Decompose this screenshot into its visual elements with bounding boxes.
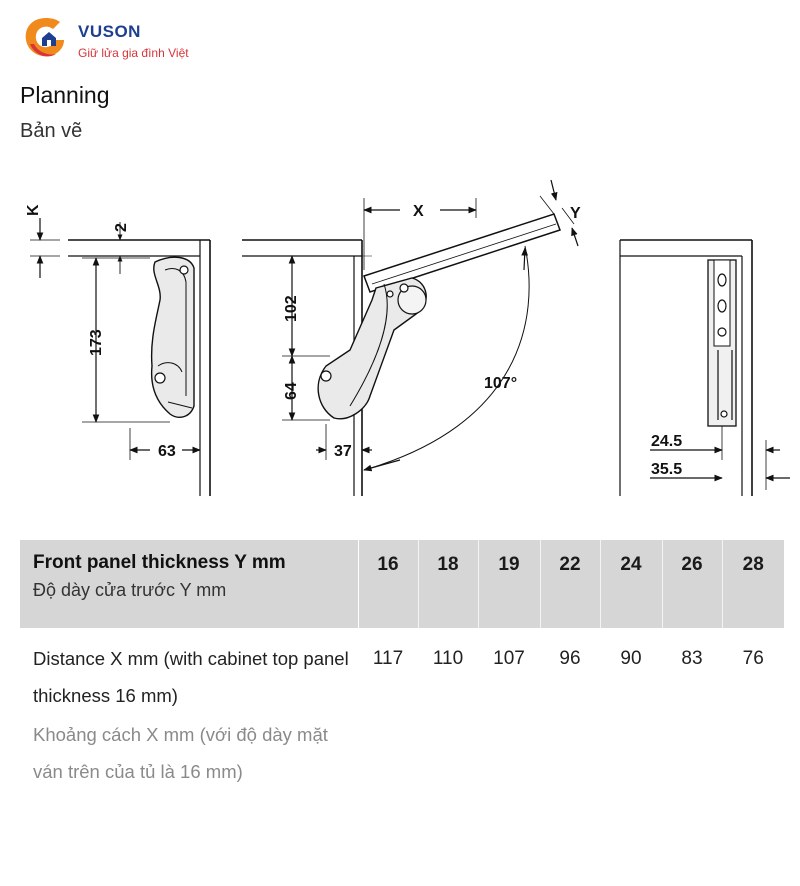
dim-64: 64 xyxy=(283,382,300,400)
page-subtitle: Bản vẽ xyxy=(20,120,83,142)
header-label-en: Front panel thickness Y mm xyxy=(33,552,286,573)
left-view xyxy=(30,218,211,496)
distance-value: 83 xyxy=(662,628,723,886)
brand-slogan: Giữ lửa gia đình Việt xyxy=(78,46,189,60)
dim-k: K xyxy=(25,204,42,216)
brand-name: VUSON xyxy=(78,22,141,41)
distance-value: 107 xyxy=(478,628,541,886)
header-label-vi: Độ dày cửa trước Y mm xyxy=(33,580,227,600)
distance-value: 110 xyxy=(418,628,479,886)
distance-value: 117 xyxy=(358,628,419,886)
thickness-value: 19 xyxy=(478,540,541,628)
thickness-value: 26 xyxy=(662,540,723,628)
table-header-row: Front panel thickness Y mm Độ dày cửa tr… xyxy=(20,540,784,628)
table-row: Distance X mm (with cabinet top panel th… xyxy=(20,628,784,886)
dim-63: 63 xyxy=(158,443,176,460)
thickness-value: 24 xyxy=(600,540,663,628)
dim-37: 37 xyxy=(334,443,352,460)
distance-value: 96 xyxy=(540,628,601,886)
dim-y: Y xyxy=(570,205,581,222)
middle-view xyxy=(242,179,579,496)
right-view xyxy=(619,239,790,496)
row-label-cell: Distance X mm (with cabinet top panel th… xyxy=(20,628,359,886)
dim-x: X xyxy=(413,203,424,220)
page-title: Planning xyxy=(20,82,110,108)
dim-102: 102 xyxy=(283,295,300,322)
dim-173: 173 xyxy=(88,329,105,356)
thickness-value: 16 xyxy=(358,540,419,628)
row-label-vi: Khoảng cách X mm (với độ dày mặt ván trê… xyxy=(33,724,328,782)
header-label-cell: Front panel thickness Y mm Độ dày cửa tr… xyxy=(20,540,359,628)
dim-107-degrees: 107° xyxy=(484,375,517,392)
dim-2: 2 xyxy=(113,223,130,232)
planning-drawing: K 2 173 63 X Y 102 64 37 107° 24.5 35.5 xyxy=(25,179,790,496)
distance-value: 90 xyxy=(600,628,663,886)
thickness-value: 18 xyxy=(418,540,479,628)
vuson-logo-icon xyxy=(25,18,64,57)
thickness-value: 22 xyxy=(540,540,601,628)
row-label-en: Distance X mm (with cabinet top panel th… xyxy=(33,648,349,706)
dim-24-5: 24.5 xyxy=(651,433,682,450)
thickness-value: 28 xyxy=(722,540,784,628)
distance-value: 76 xyxy=(742,648,764,669)
spec-table: Front panel thickness Y mm Độ dày cửa tr… xyxy=(20,540,784,886)
dim-35-5: 35.5 xyxy=(651,461,682,478)
brand-logo: VUSON Giữ lửa gia đình Việt xyxy=(20,14,220,64)
